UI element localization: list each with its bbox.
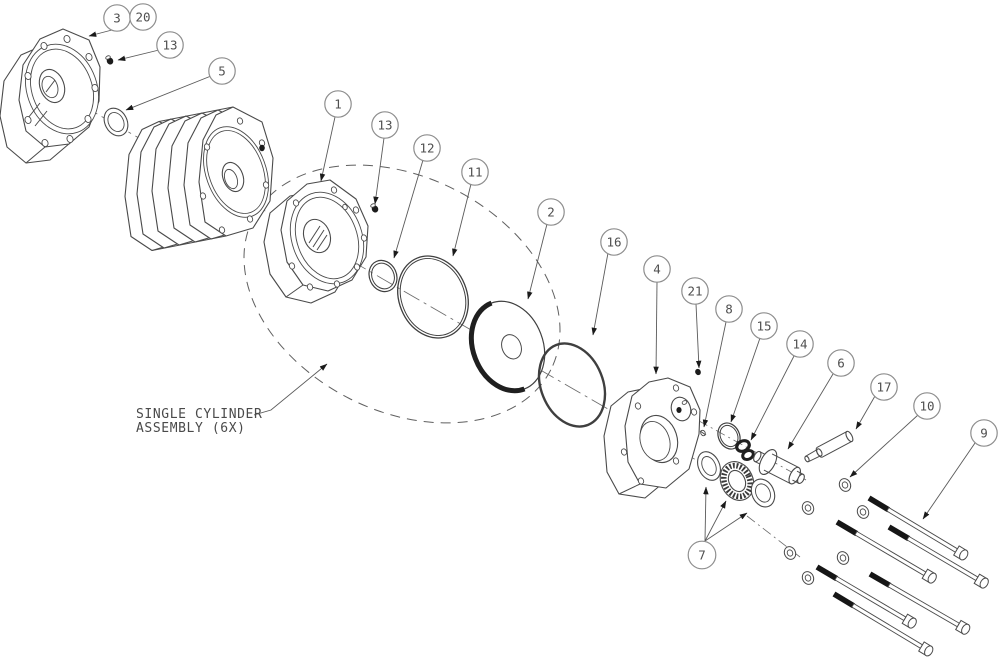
part-oring-15: [717, 422, 741, 450]
balloon-20: 20: [129, 3, 157, 31]
balloon-17: 17: [870, 373, 898, 401]
balloon-7: 7: [687, 540, 717, 570]
part-screw-13a: [105, 55, 114, 65]
balloon-6: 6: [827, 349, 855, 377]
balloon-12: 12: [413, 134, 441, 162]
balloon-5: 5: [208, 57, 236, 85]
part-thrust-bearing-b: [719, 461, 755, 501]
flange-1-bolt-holes: [288, 186, 368, 291]
assembly-label-leader: [253, 363, 328, 416]
svg-text:5: 5: [218, 64, 226, 79]
part-washer-10: [836, 476, 854, 494]
svg-text:4: 4: [653, 262, 661, 277]
part-pin-17: [804, 430, 854, 463]
boss-pin-dot: [676, 407, 682, 413]
end-cap-bolt-holes: [24, 35, 99, 147]
balloon-11: 11: [461, 158, 489, 186]
svg-text:13: 13: [377, 118, 392, 133]
assembly-label: SINGLE CYLINDER ASSEMBLY (6X): [136, 407, 262, 436]
svg-text:12: 12: [419, 141, 434, 156]
part-bearing-14: [735, 439, 755, 461]
balloon-13b: 13: [371, 111, 399, 139]
part-flange-1: [263, 179, 369, 304]
part-screw-21: [695, 368, 701, 376]
part-ring-5: [103, 107, 129, 137]
svg-text:11: 11: [467, 165, 482, 180]
part-cylinder-block: [124, 106, 274, 252]
part-oring-11: [397, 255, 469, 339]
svg-text:9: 9: [980, 426, 988, 441]
balloon-2: 2: [537, 198, 565, 226]
assembly-label-line1: SINGLE CYLINDER: [136, 407, 262, 422]
svg-text:3: 3: [113, 11, 121, 26]
svg-text:6: 6: [837, 356, 845, 371]
part-oring-16: [537, 342, 607, 428]
part-flange-4: [603, 377, 701, 499]
crank-axis-centerline: [680, 410, 807, 481]
svg-text:7: 7: [698, 548, 706, 563]
part-end-cap: [0, 28, 101, 164]
svg-text:1: 1: [334, 97, 342, 112]
part-pin-8: [699, 429, 707, 437]
part-bolts-9: [813, 492, 991, 658]
part-thrust-washer-a: [697, 451, 721, 481]
balloon-16: 16: [600, 228, 628, 256]
svg-text:17: 17: [876, 380, 891, 395]
svg-text:10: 10: [919, 399, 934, 414]
svg-text:14: 14: [792, 337, 807, 352]
svg-text:16: 16: [606, 235, 621, 250]
balloon-1: 1: [324, 90, 352, 118]
flange-4-bolt-holes: [620, 384, 698, 485]
assembly-label-line2: ASSEMBLY (6X): [136, 421, 246, 436]
leader-lines: [88, 29, 976, 542]
svg-text:13: 13: [162, 38, 177, 53]
part-oring-12: [368, 259, 398, 293]
balloon-4: 4: [643, 255, 671, 283]
part-piston-disc-2: [468, 300, 546, 394]
balloon-3: 3: [103, 4, 131, 32]
balloon-13a: 13: [156, 31, 184, 59]
balloon-15: 15: [750, 312, 778, 340]
svg-text:2: 2: [547, 205, 555, 220]
part-thrust-washer-c: [750, 478, 776, 508]
svg-text:15: 15: [756, 319, 771, 334]
balloon-callouts: 3 20 13 5 1 13 12 11: [103, 3, 998, 570]
svg-text:8: 8: [725, 302, 733, 317]
part-screw-13b: [370, 203, 379, 213]
block-screw-dot: [259, 144, 265, 152]
balloon-9: 9: [970, 419, 998, 447]
block-bolt-holes: [199, 117, 270, 234]
balloon-8: 8: [715, 295, 743, 323]
flange-1-bore-hatch: [308, 225, 328, 251]
svg-text:20: 20: [135, 10, 150, 25]
svg-text:21: 21: [687, 284, 702, 299]
balloon-10: 10: [913, 392, 941, 420]
balloon-21: 21: [681, 277, 709, 305]
balloon-14: 14: [786, 330, 814, 358]
part-shaft-6: [753, 449, 805, 485]
